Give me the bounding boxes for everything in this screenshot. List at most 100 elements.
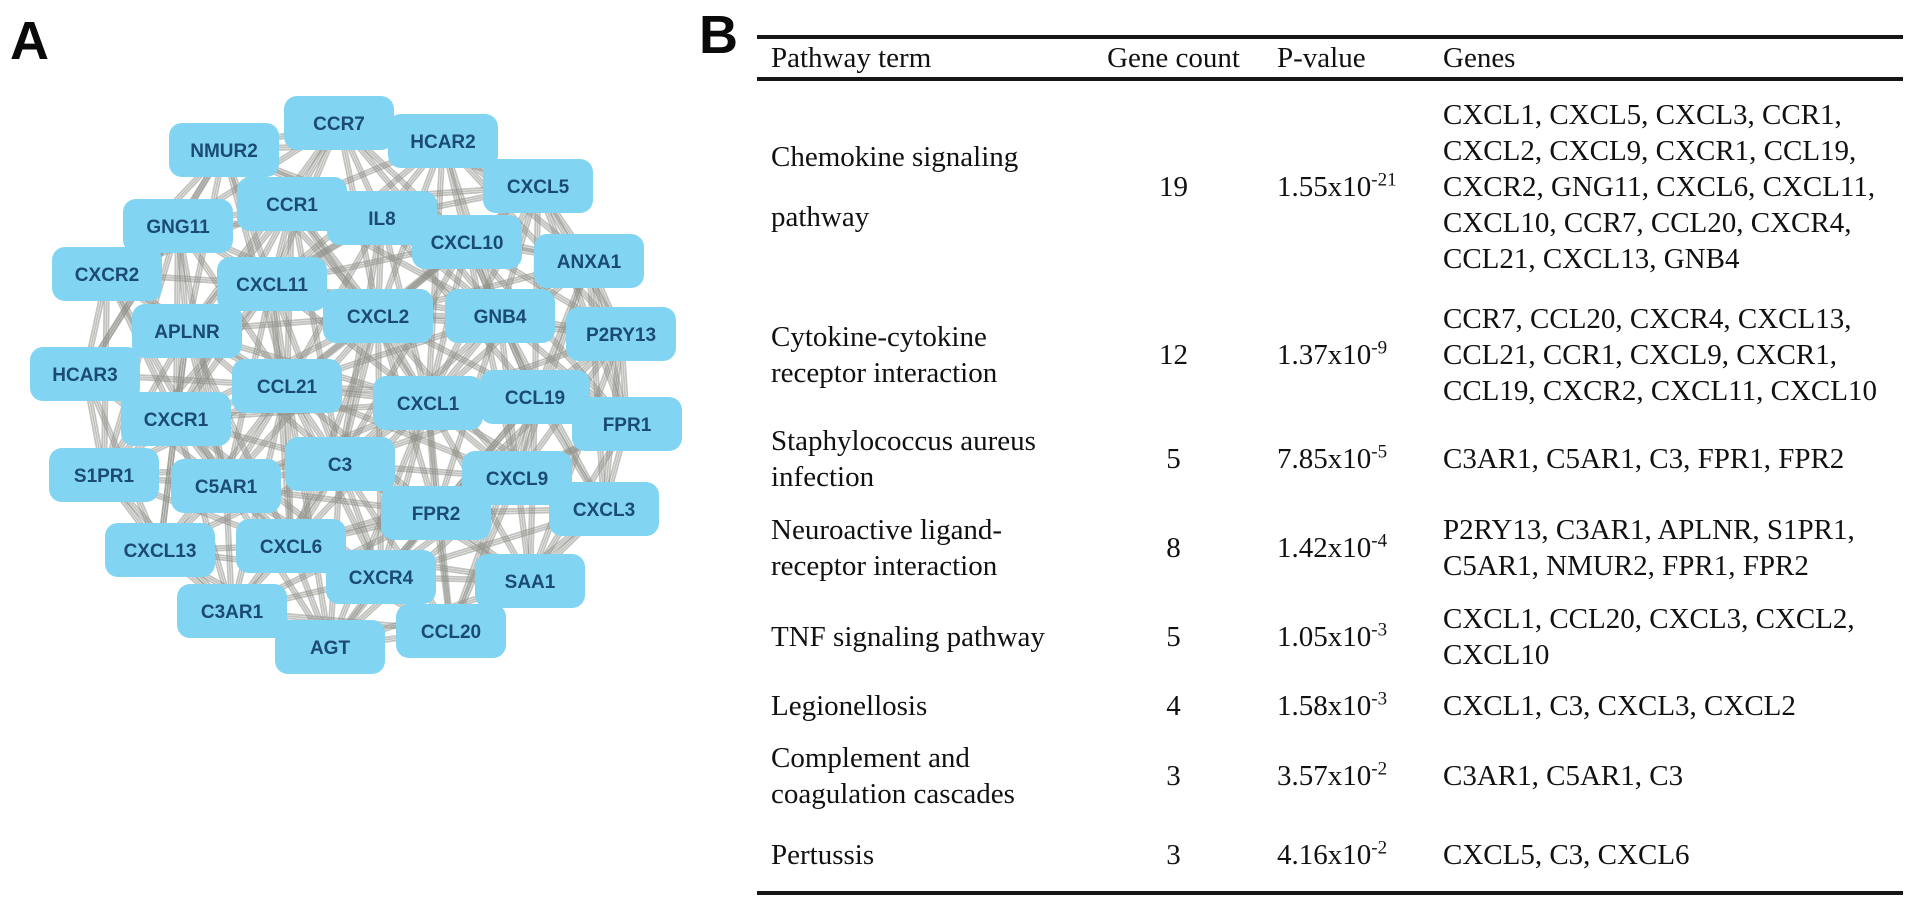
gene-node-label: CXCL2 [347, 307, 409, 328]
gene-node-CCL19: CCL19 [480, 370, 590, 424]
gene-node-C3: C3 [285, 437, 395, 491]
genes-cell: CXCL5, C3, CXCL6 [1443, 838, 1690, 871]
gene-node-box [237, 177, 347, 231]
pathway-term-cell: Neuroactive ligand- receptor interaction [771, 513, 1003, 582]
gene-node-label: CXCR1 [144, 410, 209, 431]
pathway-term-cell: TNF signaling pathway [771, 620, 1045, 653]
gene-node-box [132, 304, 242, 358]
gene-node-label: CXCL13 [124, 541, 197, 562]
table-header-row: Pathway term Gene count P-value Genes [757, 39, 1903, 77]
p-value-base: 1.42x10 [1277, 531, 1372, 564]
gene-node-ANXA1: ANXA1 [534, 234, 644, 288]
gene-node-label: CXCL3 [573, 500, 635, 521]
p-value-base: 4.16x10 [1277, 838, 1372, 871]
gene-node-label: AGT [310, 638, 351, 659]
gene-node-label: HCAR2 [410, 132, 475, 153]
gene-node-label: FPR2 [412, 504, 461, 525]
gene-node-box [177, 584, 287, 638]
table-row: Complement and coagulation cascades 3 3.… [757, 733, 1903, 818]
pathway-enrichment-table: Pathway term Gene count P-value Genes Ch… [757, 0, 1903, 895]
pathway-term-cell: Complement and coagulation cascades [771, 741, 1015, 810]
gene-node-box [52, 247, 162, 301]
pathway-term-cell: Cytokine-cytokine receptor interaction [771, 320, 998, 389]
gene-node-label: CXCL11 [236, 275, 308, 296]
gene-node-box [475, 554, 585, 608]
gene-node-box [285, 437, 395, 491]
gene-node-label: HCAR3 [52, 365, 117, 386]
p-value-exponent: -5 [1371, 440, 1388, 462]
gene-node-label: C3AR1 [201, 602, 264, 623]
gene-node-label: CXCL1 [397, 394, 460, 415]
p-value-cell: 1.37x10-9 [1260, 337, 1430, 373]
gene-node-label: S1PR1 [74, 466, 135, 487]
gene-node-box [49, 448, 159, 502]
gene-node-IL8: IL8 [327, 191, 437, 245]
gene-node-box [123, 199, 233, 253]
gene-node-CCL21: CCL21 [232, 359, 342, 413]
gene-node-NMUR2: NMUR2 [169, 123, 279, 177]
gene-node-label: FPR1 [603, 415, 652, 436]
gene-node-label: APLNR [154, 322, 220, 343]
gene-node-label: CCL21 [257, 377, 318, 398]
table-row: Legionellosis 4 1.58x10-3 CXCL1, C3, CXC… [757, 678, 1903, 733]
pathway-term-cell: Legionellosis [771, 689, 928, 722]
header-p-value: P-value [1277, 41, 1366, 74]
p-value-cell: 4.16x10-2 [1260, 837, 1430, 873]
gene-node-box [327, 191, 437, 245]
p-value-exponent: -3 [1371, 687, 1388, 709]
p-value-exponent: -2 [1371, 836, 1388, 858]
p-value-exponent: -2 [1371, 757, 1388, 779]
gene-node-CXCL2: CXCL2 [323, 289, 433, 343]
gene-node-APLNR: APLNR [132, 304, 242, 358]
gene-node-CCL20: CCL20 [396, 604, 506, 658]
gene-node-label: P2RY13 [586, 325, 656, 346]
gene-node-CXCR4: CXCR4 [326, 550, 436, 604]
genes-cell: CCR7, CCL20, CXCR4, CXCL13, CCL21, CCR1,… [1443, 302, 1877, 407]
gene-node-box [445, 289, 555, 343]
gene-node-label: CXCL10 [431, 233, 504, 254]
gene-node-FPR1: FPR1 [572, 397, 682, 451]
gene-count-cell: 4 [1166, 689, 1181, 722]
gene-node-box [30, 347, 140, 401]
gene-node-box [169, 123, 279, 177]
table-row: Cytokine-cytokine receptor interaction 1… [757, 292, 1903, 417]
p-value-base: 1.58x10 [1277, 689, 1372, 722]
gene-node-box [323, 289, 433, 343]
gene-node-box [121, 392, 231, 446]
gene-node-label: CXCL6 [260, 537, 322, 558]
gene-node-label: CCL19 [505, 388, 565, 409]
gene-node-label: SAA1 [505, 572, 556, 593]
gene-node-box [412, 215, 522, 269]
gene-node-HCAR3: HCAR3 [30, 347, 140, 401]
p-value-cell: 3.57x10-2 [1260, 758, 1430, 794]
gene-node-CXCL5: CXCL5 [483, 159, 593, 213]
gene-node-box [572, 397, 682, 451]
gene-node-CXCR2: CXCR2 [52, 247, 162, 301]
genes-cell: C3AR1, C5AR1, C3, FPR1, FPR2 [1443, 442, 1845, 475]
gene-node-box [534, 234, 644, 288]
gene-node-label: CXCR2 [75, 265, 139, 286]
pathway-term-cell: Pertussis [771, 838, 875, 871]
gene-node-box [381, 486, 491, 540]
header-pathway-term: Pathway term [771, 41, 932, 74]
gene-node-CXCL11: CXCL11 [217, 257, 327, 311]
table-bottom-rule [757, 891, 1903, 895]
gene-node-CXCL10: CXCL10 [412, 215, 522, 269]
gene-node-label: GNB4 [474, 307, 527, 328]
genes-cell: C3AR1, C5AR1, C3 [1443, 759, 1684, 792]
gene-node-S1PR1: S1PR1 [49, 448, 159, 502]
gene-node-C3AR1: C3AR1 [177, 584, 287, 638]
gene-count-cell: 19 [1159, 170, 1188, 203]
gene-node-CXCL9: CXCL9 [462, 451, 572, 505]
gene-node-C5AR1: C5AR1 [171, 459, 281, 513]
gene-node-GNG11: GNG11 [123, 199, 233, 253]
gene-node-label: CCR7 [313, 114, 365, 135]
gene-node-box [396, 604, 506, 658]
gene-node-CCR7: CCR7 [284, 96, 394, 150]
table-row: Staphylococcus aureus infection 5 7.85x1… [757, 417, 1903, 500]
gene-node-box [388, 114, 498, 168]
gene-node-box [217, 257, 327, 311]
gene-node-box [549, 482, 659, 536]
gene-node-box [373, 376, 483, 430]
gene-count-cell: 5 [1166, 620, 1181, 653]
